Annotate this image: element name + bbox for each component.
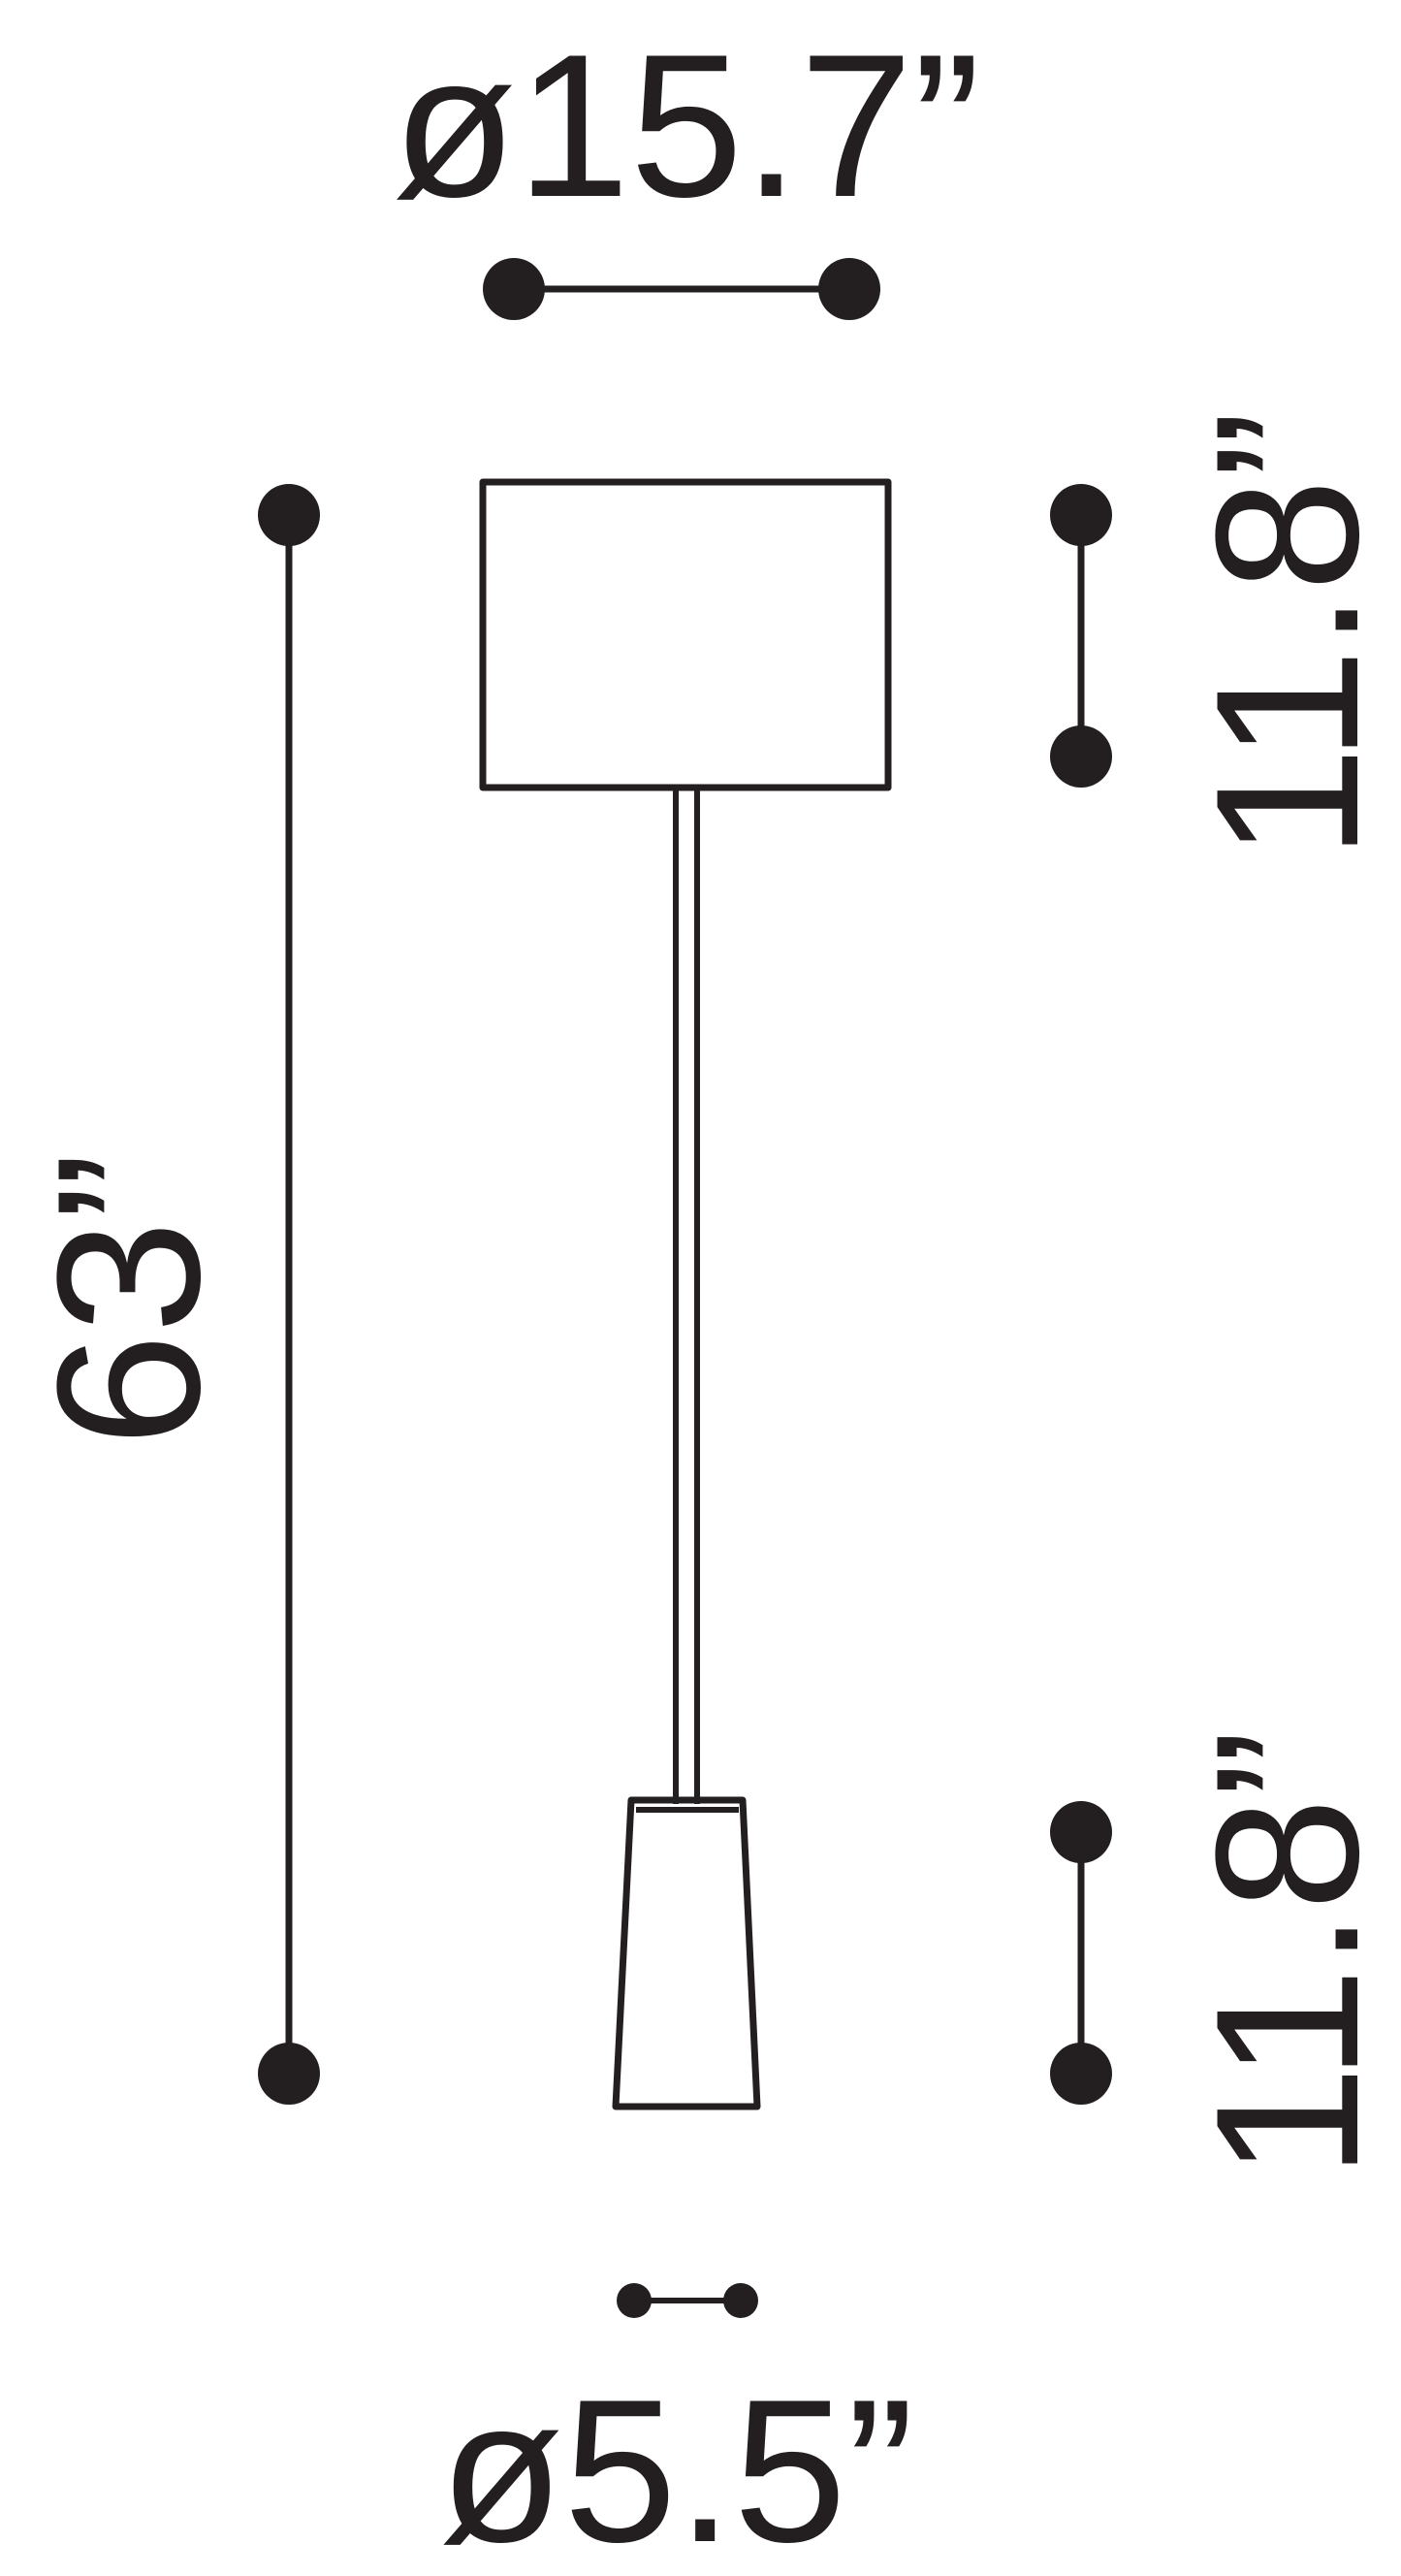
overall-height-dimension-line (258, 484, 320, 2105)
dimension-endpoint (258, 2043, 320, 2105)
shade-height-label: 11.8” (1173, 410, 1401, 859)
lamp-shade (479, 478, 892, 791)
lamp-base (612, 1796, 761, 2110)
dimension-endpoint (1050, 1801, 1112, 1863)
top-diameter-label: ø15.7” (393, 12, 981, 240)
base-height-dimension-line (1050, 1801, 1112, 2105)
top-diameter-dimension-line (483, 258, 880, 320)
dimension-endpoint (1050, 2043, 1112, 2105)
dimension-endpoint (1050, 484, 1112, 546)
dimension-endpoint (258, 484, 320, 546)
dimension-endpoint (818, 258, 880, 320)
base-height-label: 11.8” (1173, 1729, 1401, 2178)
lamp-pole (673, 790, 700, 1804)
base-diameter-dimension-line (617, 2283, 758, 2318)
base-diameter-label: ø5.5” (439, 2357, 914, 2576)
dimension-endpoint (483, 258, 545, 320)
dimension-endpoint (1050, 725, 1112, 788)
shade-height-dimension-line (1050, 484, 1112, 788)
overall-height-label: 63” (15, 1152, 242, 1447)
dimension-endpoint (617, 2283, 652, 2318)
dimension-endpoint (723, 2283, 758, 2318)
